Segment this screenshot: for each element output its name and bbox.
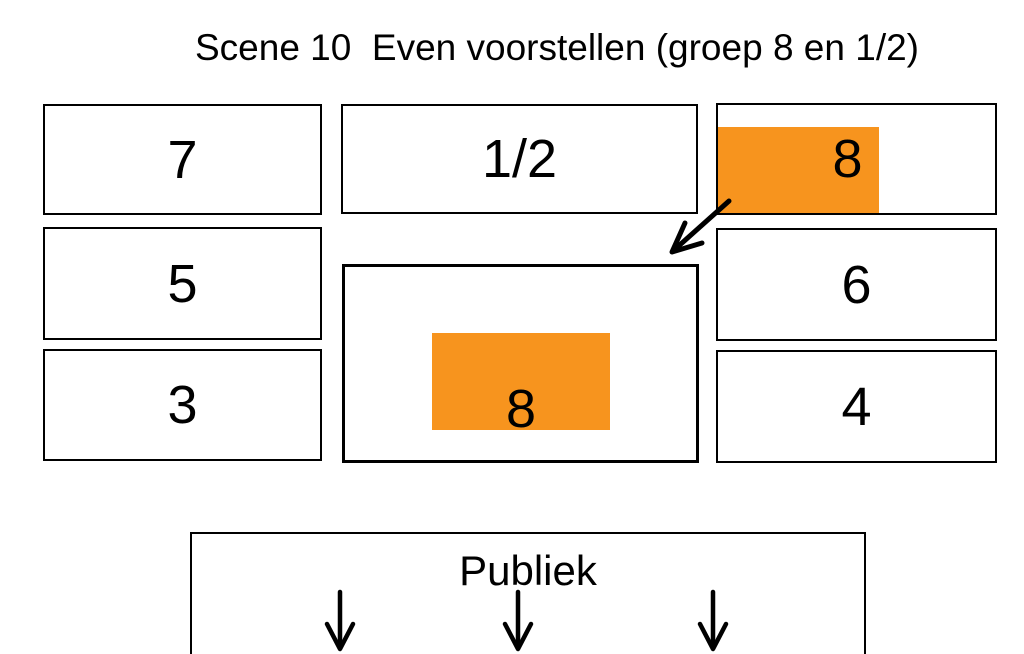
audience-label: Publiek <box>459 547 597 594</box>
group-box-1-2: 1/2 <box>341 104 698 214</box>
group-label-7: 7 <box>167 129 198 190</box>
group-label-5: 5 <box>167 253 198 314</box>
group-label-6: 6 <box>841 254 872 315</box>
group-label-8: 8 <box>832 129 863 189</box>
group-box-6: 6 <box>716 228 997 341</box>
group-label-1-2: 1/2 <box>481 129 558 189</box>
center-stage-box: 8 <box>342 264 699 463</box>
highlight-marker-group-8 <box>718 127 879 213</box>
group-box-7: 7 <box>43 104 322 215</box>
audience-box: Publiek <box>190 532 866 654</box>
page-title: Scene 10 Even voorstellen (groep 8 en 1/… <box>194 27 919 68</box>
highlight-marker-stage: 8 <box>432 333 610 436</box>
stage-label-8: 8 <box>505 379 537 439</box>
group-label-3: 3 <box>167 375 198 435</box>
group-box-4: 4 <box>716 350 997 463</box>
group-box-8: 8 <box>716 103 997 215</box>
group-box-5: 5 <box>43 227 322 340</box>
group-label-4: 4 <box>841 376 872 437</box>
group-box-3: 3 <box>43 349 322 461</box>
